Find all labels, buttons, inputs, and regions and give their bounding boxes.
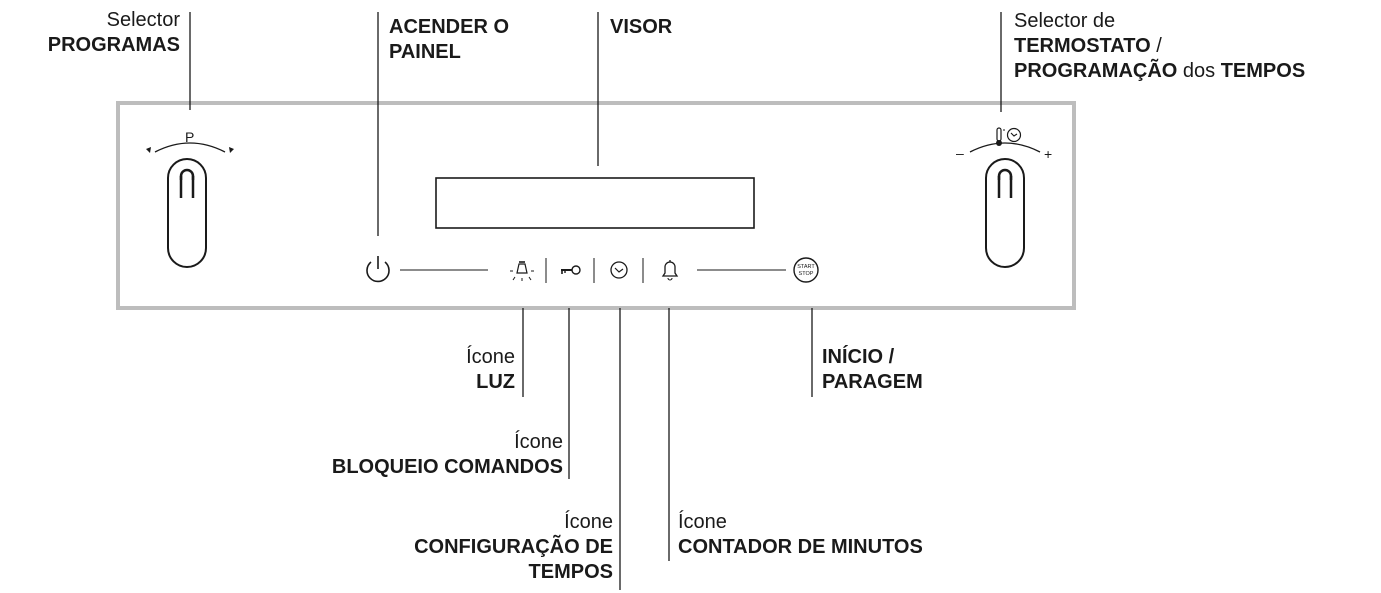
lamp-icon [510,261,534,281]
minute-counter-line1: Ícone [678,511,727,533]
minute-counter-label: Ícone CONTADOR DE MINUTOS [678,510,923,560]
start-stop-label: INÍCIO / PARAGEM [822,345,923,395]
timing-label-line1: Ícone [564,511,613,533]
programming-label-mid: dos [1177,60,1221,82]
control-panel-outline [116,101,1076,310]
clock-icon [1006,127,1022,143]
light-label-line1: Ícone [466,346,515,368]
thermostat-label-line1: Selector de [1014,10,1116,32]
programming-label-bold: PROGRAMAÇÃO [1014,60,1178,82]
start-label: START [797,264,815,270]
bell-icon [661,260,679,281]
display-label: VISOR [610,15,672,40]
thermostat-minus-sign: – [956,145,964,161]
timing-icon-label: Ícone CONFIGURAÇÃO DE TEMPOS [414,510,613,585]
thermostat-selector-label: Selector de TERMOSTATO / PROGRAMAÇÃO dos… [1014,9,1305,84]
lock-icon-label: Ícone BLOQUEIO COMANDOS [332,430,563,480]
start-stop-button: START STOP [793,257,819,283]
power-label-line1: ACENDER O [389,16,510,38]
minute-counter-line2: CONTADOR DE MINUTOS [678,536,923,558]
thermostat-knob: – + [956,127,1052,268]
display-label-text: VISOR [610,16,673,38]
thermostat-label-slash: / [1150,35,1162,57]
thermostat-label-bold: TERMOSTATO [1014,35,1151,57]
thermometer-icon [996,127,1005,146]
programs-label-line2: PROGRAMAS [47,34,180,56]
timing-label-line2: CONFIGURAÇÃO DE [414,536,613,558]
power-icon [366,256,390,283]
lock-label-line2: BLOQUEIO COMANDOS [331,456,563,478]
lock-label-line1: Ícone [514,431,563,453]
programs-knob-symbol: P [185,129,194,145]
power-panel-label: ACENDER O PAINEL [389,15,509,65]
key-icon [561,265,581,275]
programs-knob: P [146,129,234,268]
times-label-bold: TEMPOS [1220,60,1306,82]
programs-selector-label: Selector PROGRAMAS [48,8,180,58]
light-icon-label: Ícone LUZ [466,345,515,395]
display-window [435,177,755,229]
stop-label: STOP [799,271,814,277]
leader-lines [189,12,1002,590]
start-stop-line2: PARAGEM [822,371,923,393]
light-label-line2: LUZ [476,371,515,393]
timing-label-line3: TEMPOS [528,561,613,583]
start-stop-line1: INÍCIO / [822,346,895,368]
thermostat-plus-sign: + [1044,146,1052,162]
timer-clock-icon [610,261,628,279]
programs-label-line1: Selector [106,9,180,31]
power-label-line2: PAINEL [389,41,461,63]
